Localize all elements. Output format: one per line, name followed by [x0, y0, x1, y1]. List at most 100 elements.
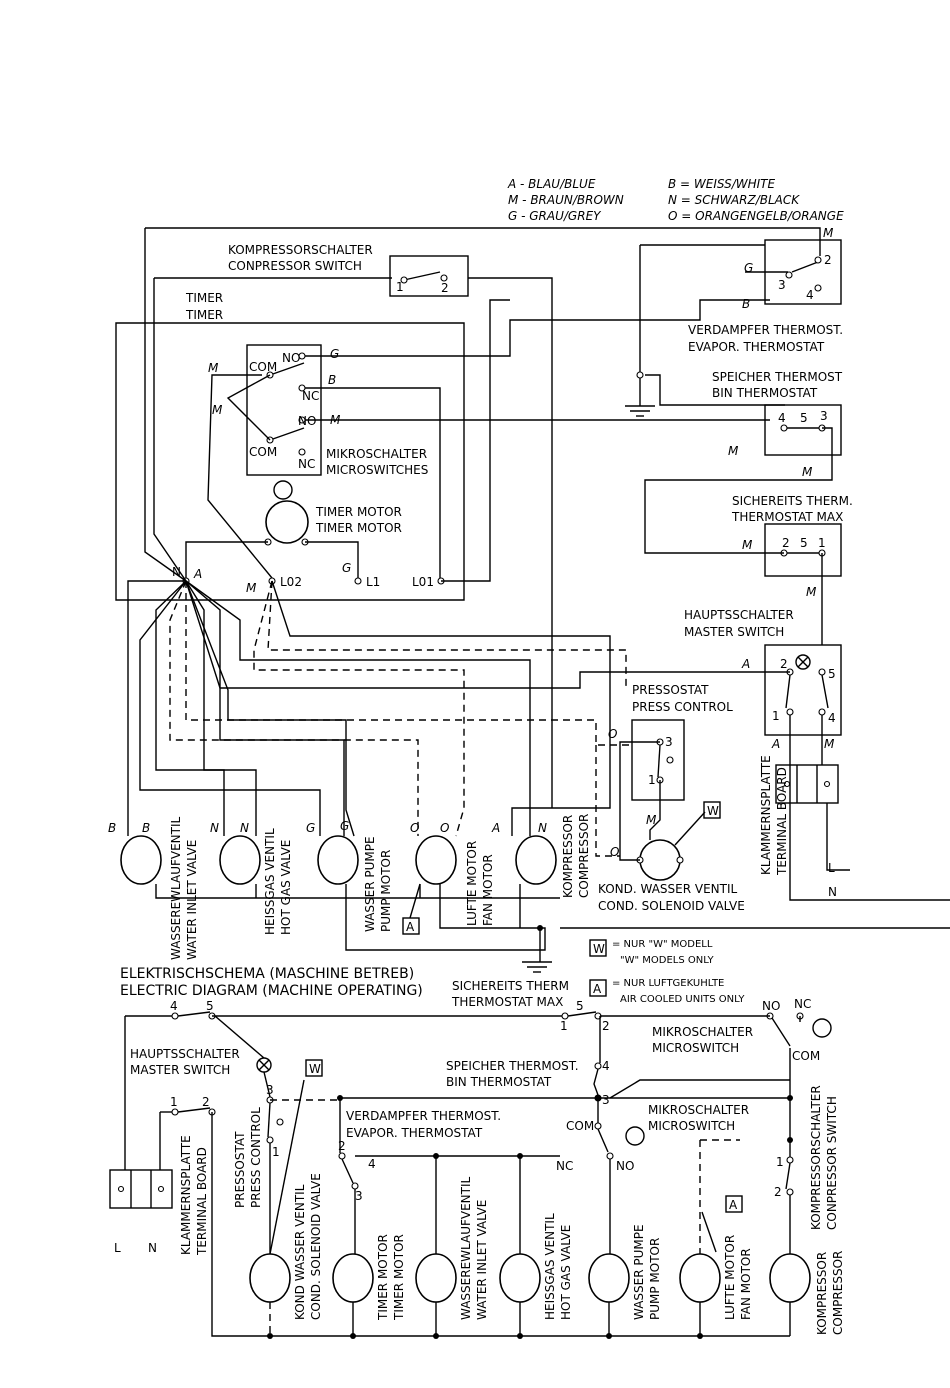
pump-label-de: WASSER PUMPE — [363, 836, 377, 932]
water-inlet-label-en: WATER INLET VALVE — [475, 1200, 489, 1320]
w-model-badge — [703, 801, 721, 819]
terminal-label: 2 — [441, 281, 449, 295]
terminal-label: 2 — [202, 1095, 210, 1109]
bin-thermostat-label-en: BIN THERMOSTAT — [446, 1075, 552, 1089]
master-switch-label-de: HAUPTSSCHALTER — [684, 608, 794, 622]
compressor-label-en: COMPRESSOR — [831, 1251, 845, 1335]
water-inlet-label-de: WASSEREWLAUFVENTIL — [459, 1176, 473, 1320]
pump-motor-icon — [317, 835, 359, 885]
terminal — [818, 668, 826, 676]
a-note-en: AIR COOLED UNITS ONLY — [620, 994, 745, 1005]
wire-color-o: O — [440, 821, 449, 835]
cond-valve-label-de: KOND. WASSER VENTIL — [598, 882, 738, 896]
terminal-label: 4 — [170, 999, 178, 1013]
wire-color-g: G — [744, 261, 753, 275]
timer-label-en: TIMER — [185, 308, 223, 322]
press-control-contact — [657, 744, 661, 778]
microswitch-contact-1 — [269, 362, 305, 376]
wire-color-a: A — [741, 657, 750, 671]
terminal-label: 2 — [602, 1019, 610, 1033]
cond-valve-arrow — [674, 811, 706, 846]
timer-motor-label-en: TIMER MOTOR — [315, 521, 402, 535]
cond-valve-label-en: COND. SOLENOID VALVE — [598, 899, 745, 913]
timer-motor-icon — [332, 1253, 374, 1303]
terminal-label: 5 — [800, 536, 808, 550]
terminal-label: 2 — [824, 253, 832, 267]
cond-solenoid-valve-icon — [639, 839, 681, 881]
wire-color-n: N — [210, 821, 219, 835]
terminal-label: 1 — [772, 709, 780, 723]
cond-valve-label-en: COND. SOLENOID VALVE — [309, 1173, 323, 1320]
diagram-title-en: ELECTRIC DIAGRAM (MACHINE OPERATING) — [120, 983, 423, 999]
compressor-switch-label-en: CONPRESSOR SWITCH — [228, 259, 362, 273]
water-inlet-label-de: WASSEREWLAUFVENTIL — [169, 816, 183, 960]
w-model-badge-text: W — [707, 804, 719, 818]
press-control-label-de: PRESSOSTAT — [632, 683, 709, 697]
terminal-label: 3 — [355, 1189, 363, 1203]
hot-gas-label-en: HOT GAS VALVE — [279, 840, 293, 935]
terminal — [823, 780, 831, 788]
legend-n: N = SCHWARZ/BLACK — [668, 193, 800, 207]
water-inlet-motor-icon — [415, 1253, 457, 1303]
compressor-switch-box — [389, 255, 469, 297]
microswitch-1-label-de: MIKROSCHALTER — [652, 1025, 753, 1039]
terminal-l1 — [354, 577, 362, 585]
terminal — [785, 271, 793, 279]
terminal-label: NO — [762, 999, 780, 1013]
evaporator-thermostat-label-en: EVAPOR. THERMOSTAT — [346, 1126, 483, 1140]
microswitch-1-cam-icon — [812, 1018, 832, 1038]
top-wiring — [115, 227, 950, 962]
fan-label-de: LUFTE MOTOR — [723, 1235, 737, 1320]
terminal-label: 5 — [828, 667, 836, 681]
master-switch-box — [764, 644, 842, 736]
a-badge-text: A — [406, 920, 415, 934]
terminal — [400, 276, 408, 284]
terminal-label: 3 — [778, 278, 786, 292]
microswitches-label-en: MICROSWITCHES — [326, 463, 428, 477]
terminal-board-label-de: KLAMMERNSPLATTE — [759, 755, 773, 875]
terminal — [266, 1136, 274, 1144]
wire-color-o: O — [410, 821, 419, 835]
terminal-label-a: A — [193, 567, 202, 581]
timer-motor-label-de: TIMER MOTOR — [315, 505, 402, 519]
terminal — [636, 371, 644, 379]
w-note-en: "W" MODELS ONLY — [620, 955, 714, 966]
terminal-label: 1 — [648, 773, 656, 787]
terminal — [440, 274, 448, 282]
evaporator-thermostat-label-de: VERDAMPFER THERMOST. — [346, 1109, 501, 1123]
terminal-label-l02: L02 — [280, 575, 302, 589]
press-control-label-de: PRESSOSTAT — [233, 1131, 247, 1208]
terminal — [171, 1012, 179, 1020]
w-note-badge — [589, 939, 607, 957]
wire-color-m: M — [212, 403, 223, 417]
terminal-label-l01: L01 — [412, 575, 434, 589]
master-switch-contact — [177, 1107, 211, 1113]
wire-color-o: O — [610, 845, 619, 859]
fan-label-de: LUFTE MOTOR — [465, 841, 479, 926]
legend-b: B = WEISS/WHITE — [668, 177, 776, 191]
master-switch-label-de: HAUPTSSCHALTER — [130, 1047, 240, 1061]
microswitch-2-cam-icon — [625, 1126, 645, 1146]
evaporator-thermostat-contact — [791, 261, 819, 273]
lamp-cross — [797, 656, 809, 668]
terminal-label: 1 — [818, 536, 826, 550]
fan-label-en: FAN MOTOR — [481, 854, 495, 926]
hot-gas-label-de: HEISSGAS VENTIL — [263, 828, 277, 935]
compressor-motor-icon — [515, 835, 557, 885]
terminal — [171, 1108, 179, 1116]
terminal-label: 3 — [665, 735, 673, 749]
hot-gas-valve-motor-icon — [219, 835, 261, 885]
terminal — [338, 1152, 346, 1160]
cond-valve-label-de: KOND WASSER VENTIL — [293, 1184, 307, 1320]
terminal-label: 3 — [266, 1083, 274, 1097]
microswitch-1-label-en: MICROSWITCH — [652, 1041, 739, 1055]
compressor-label-de: KOMPRESSOR — [561, 815, 575, 898]
terminal — [298, 448, 306, 456]
pump-label-en: PUMP MOTOR — [648, 1238, 662, 1320]
legend-o: O = ORANGENGELB/ORANGE — [668, 209, 844, 223]
terminal — [780, 424, 788, 432]
evaporator-thermostat-label-en: EVAPOR. THERMOSTAT — [688, 340, 825, 354]
terminal-label: 3 — [602, 1093, 610, 1107]
timer-label-de: TIMER — [185, 291, 223, 305]
terminal-label: 4 — [602, 1059, 610, 1073]
